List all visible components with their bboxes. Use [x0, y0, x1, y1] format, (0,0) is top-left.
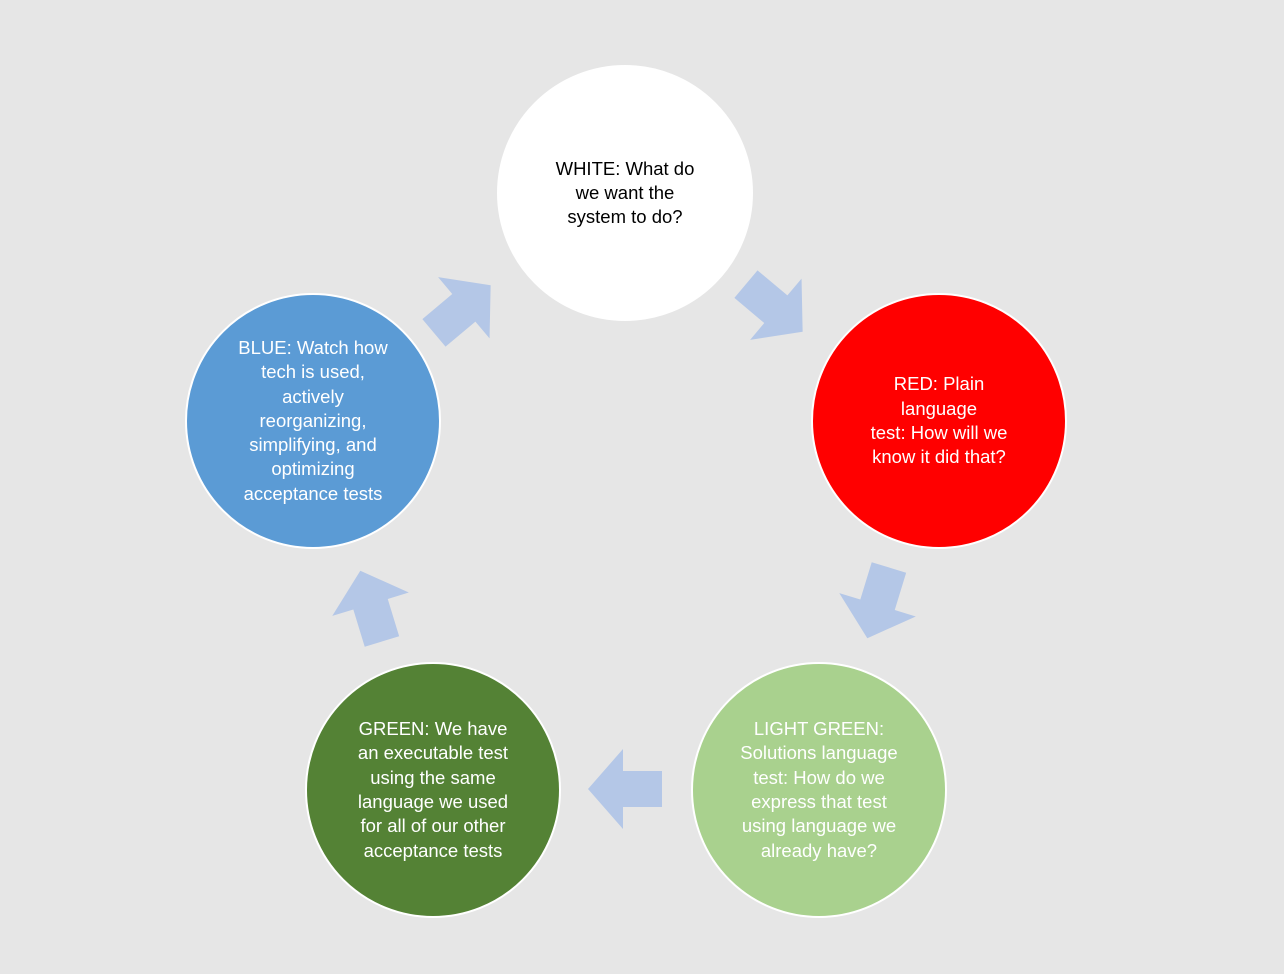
node-blue-label: BLUE: Watch how tech is used, actively r… [238, 336, 388, 504]
node-light-green-label: LIGHT GREEN: Solutions language test: Ho… [740, 718, 898, 861]
arrow-blue-to-white [422, 277, 491, 347]
node-blue: BLUE: Watch how tech is used, actively r… [185, 293, 441, 549]
arrow-green-to-blue [332, 570, 409, 647]
node-green-label: GREEN: We have an executable test using … [357, 718, 509, 861]
arrow-light-green-to-green [588, 749, 662, 829]
node-white-label: WHITE: What do we want the system to do? [555, 157, 695, 228]
arrow-red-to-light-green [839, 562, 916, 639]
arrow-white-to-red [734, 270, 803, 340]
node-red: RED: Plain language test: How will we kn… [811, 293, 1067, 549]
node-green: GREEN: We have an executable test using … [305, 662, 561, 918]
node-white: WHITE: What do we want the system to do? [497, 65, 753, 321]
node-light-green: LIGHT GREEN: Solutions language test: Ho… [691, 662, 947, 918]
node-red-label: RED: Plain language test: How will we kn… [870, 373, 1008, 468]
